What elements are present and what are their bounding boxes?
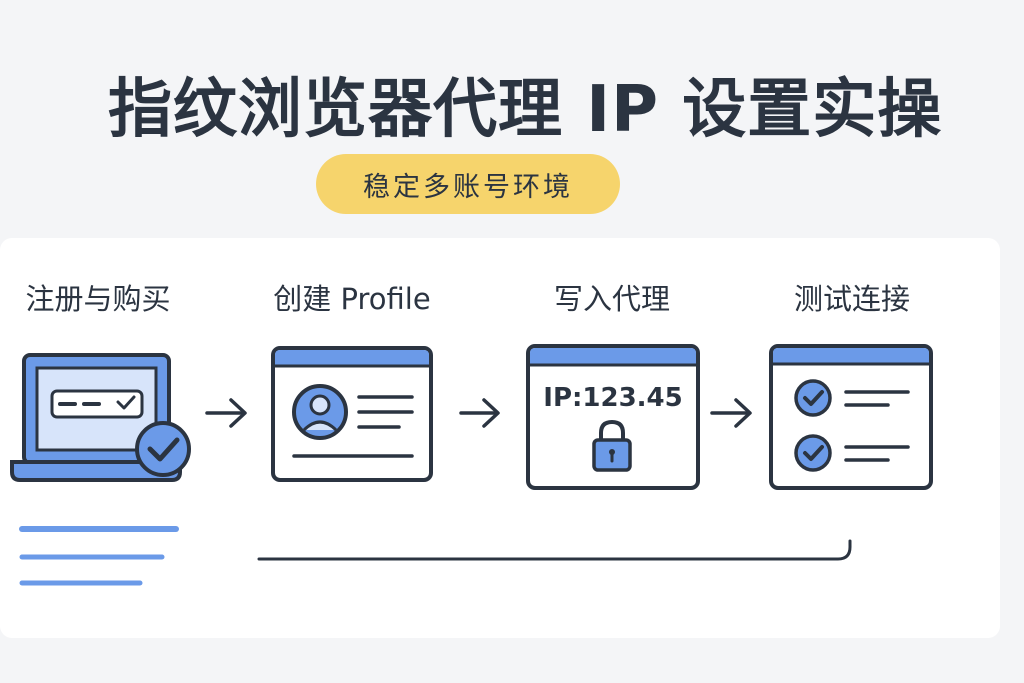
arrow-right-icon [710,398,752,428]
page-title: 指纹浏览器代理 IP 设置实操 [108,73,943,147]
step-label-register: 注册与购买 [25,282,171,316]
proxy-lock-window-icon [526,344,700,490]
subtitle-badge: 稳定多账号环境 [316,154,620,214]
arrow-right-icon [459,398,500,428]
checklist-window-icon [769,344,933,490]
step-label-write-proxy: 写入代理 [553,282,671,316]
laptop-check-icon [10,353,191,482]
step-label-create-profile: 创建 Profile [273,282,431,316]
blue-lines-decoration [19,526,179,586]
step-label-test-connection: 测试连接 [793,282,911,316]
connector-line [257,539,852,561]
proxy-ip-text: IP:123.45 [543,383,683,413]
profile-card-icon [271,346,433,482]
arrow-right-icon [205,398,247,428]
